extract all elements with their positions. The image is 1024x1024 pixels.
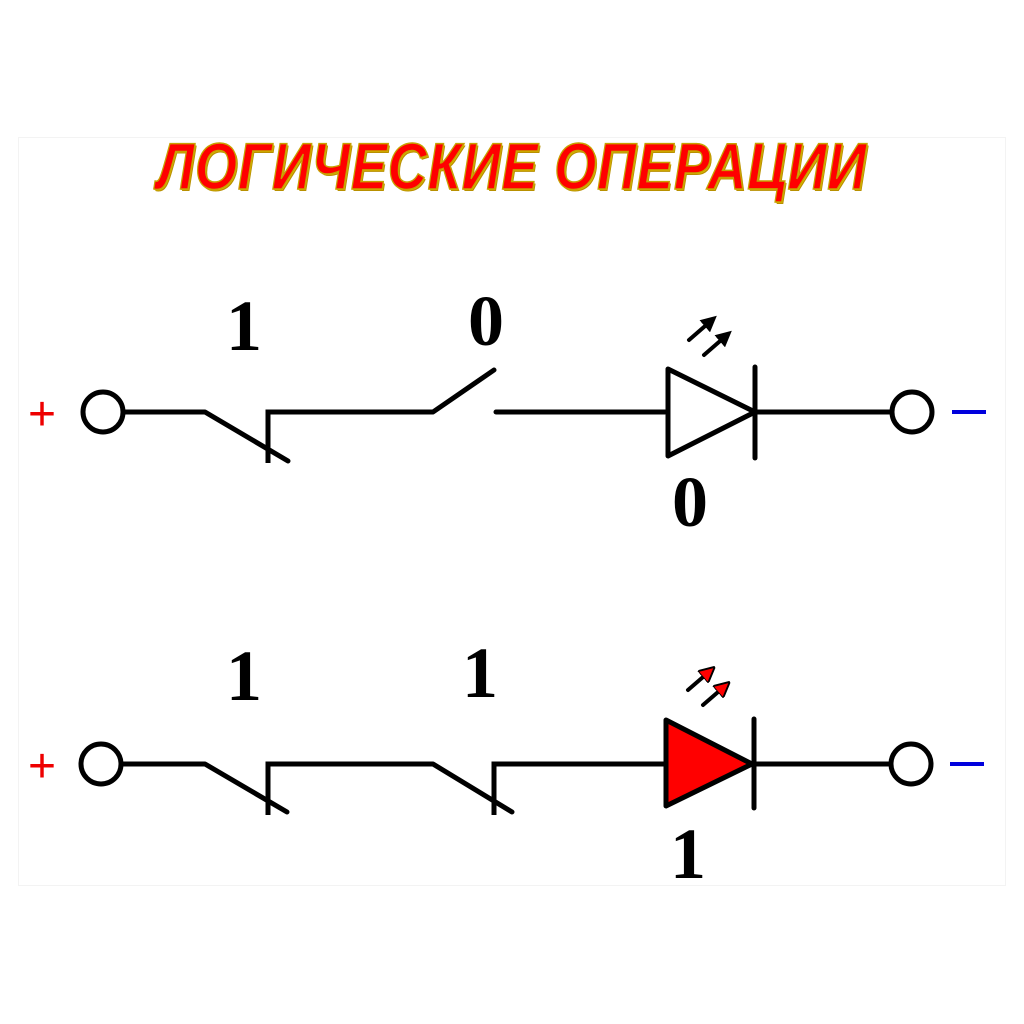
- light-arrow-icon: [701, 686, 725, 707]
- switch-1-state-label: 1: [226, 286, 262, 366]
- plus-terminal-label: +: [28, 388, 56, 441]
- negative-terminal: [888, 741, 934, 787]
- led-state-label: 0: [672, 462, 708, 542]
- switch-1-closed[interactable]: [202, 761, 433, 815]
- negative-terminal: [889, 389, 935, 435]
- switch-2-open[interactable]: [430, 367, 668, 415]
- diagram-frame: [18, 137, 1006, 886]
- page-title: ЛОГИЧЕСКИЕ ОПЕРАЦИИ: [156, 128, 868, 204]
- led-state-label: 1: [670, 814, 706, 894]
- light-arrow-icon: [686, 671, 710, 692]
- positive-terminal: [80, 389, 126, 435]
- circuit-top: + 1 0 0: [28, 281, 986, 542]
- plus-terminal-label: +: [28, 740, 56, 793]
- switch-1-closed[interactable]: [202, 409, 433, 464]
- switch-2-state-label: 1: [462, 633, 498, 713]
- light-arrow-icon: [702, 330, 732, 357]
- switch-2-closed[interactable]: [430, 761, 665, 815]
- positive-terminal: [78, 741, 124, 787]
- led-on: [663, 671, 757, 811]
- led-off: [665, 315, 758, 461]
- light-arrow-icon: [687, 315, 717, 342]
- switch-1-state-label: 1: [226, 636, 262, 716]
- circuit-bottom: + 1 1 1: [28, 633, 984, 894]
- switch-2-state-label: 0: [468, 281, 504, 361]
